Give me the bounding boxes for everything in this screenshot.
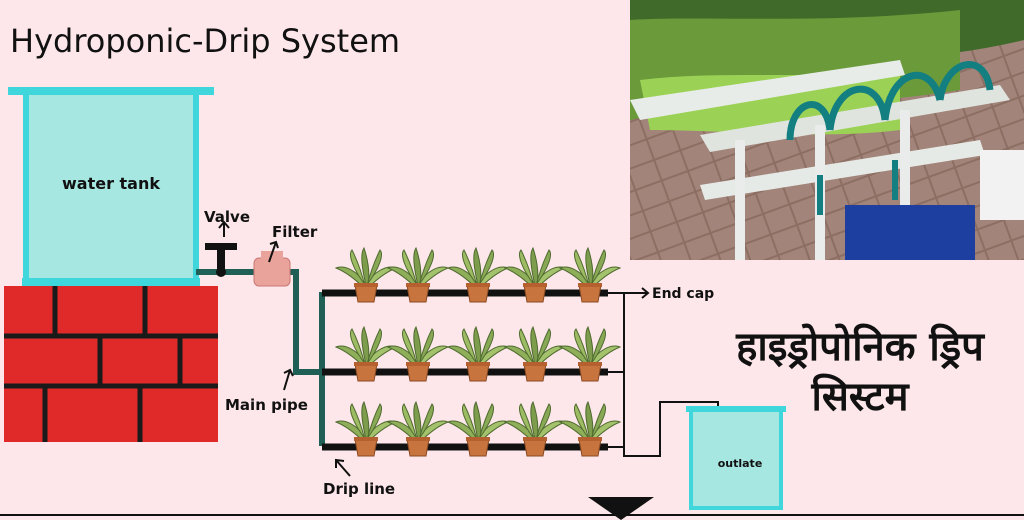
outlet-tank: outlate (686, 406, 786, 510)
diagram-title: Hydroponic-Drip System (10, 22, 400, 60)
valve (205, 243, 237, 277)
hindi-title-line-2: सिस्टम (810, 373, 910, 420)
outlet-label: outlate (718, 457, 763, 470)
brick-stand (4, 286, 218, 442)
water-tank-label: water tank (62, 174, 160, 193)
filter-label: Filter (272, 223, 318, 241)
callout-arrows (218, 220, 650, 477)
end-cap-label: End cap (652, 286, 714, 302)
ground-marker (588, 497, 654, 520)
water-tank: water tank (8, 87, 214, 286)
drip-lines (322, 289, 719, 457)
drip-line-label: Drip line (323, 480, 395, 498)
greenhouse-photo (630, 0, 1024, 260)
main-pipe-label: Main pipe (225, 396, 308, 414)
hindi-title-line-1: हाइड्रोपोनिक ड्रिप (735, 323, 985, 370)
valve-label: Valve (204, 208, 250, 226)
